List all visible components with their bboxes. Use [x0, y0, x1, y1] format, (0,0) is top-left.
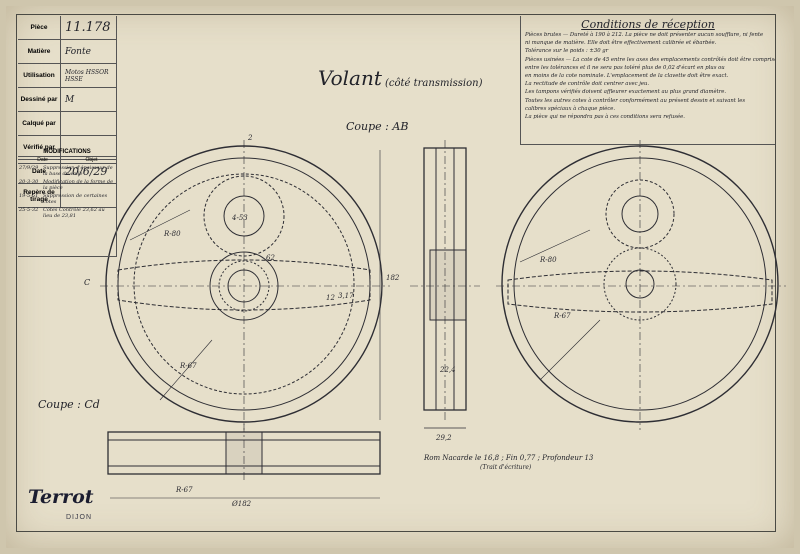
dim-12: 12 [326, 294, 335, 302]
logo-brand: Terrot [28, 486, 94, 508]
condition-line: en moins de la cote nominale. L'emplacem… [525, 73, 729, 80]
tb-value-piece: 11.178 [65, 20, 111, 35]
mods-col-object: Objet [85, 157, 98, 163]
drawing-sheet [6, 6, 794, 548]
mod-row: 27/9/29 Suppression d'épaisseur de la bas… [18, 164, 116, 178]
left-hub-dash [218, 260, 270, 312]
dim-62: 62 [266, 254, 275, 262]
mod-object: Suppression d'épaisseur de la base du vo… [43, 165, 113, 177]
dim-22-4: 22,4 [439, 366, 456, 374]
tb-value-utilisation: Motos HSSOR HSSE [65, 68, 109, 83]
dim-radius-67-right: R-67 [553, 312, 571, 320]
terrot-logo: Terrot DIJON [20, 484, 112, 528]
dimension-labels: 4-53 R-80 R-67 182 12 3,17 62 22,4 29,2 … [163, 134, 571, 508]
condition-line: La pièce qui ne répondra pas à ces condi… [525, 114, 685, 121]
tb-label-date: Date [18, 160, 61, 183]
condition-line: Pièces brutes — Dureté à 190 à 212. La p… [525, 32, 764, 38]
mod-object: Modification de la forme de la pièce [43, 179, 114, 191]
logo-city: DIJON [66, 514, 92, 521]
tb-value-matiere: Fonte [65, 46, 91, 57]
conditions-title: Conditions de réception [581, 18, 715, 31]
mod-letter-c: C [84, 278, 91, 287]
dim-29-2: 29,2 [435, 434, 452, 442]
title-block: Pièce 11.178 Matière Fonte Utilisation Moto… [18, 16, 117, 208]
drawing-note: Rom Nacarde le 16,8 ; Fin 0,77 ; Profond… [424, 454, 594, 462]
right-bore-upper-outer [605, 179, 675, 249]
tb-label-utilisation: Utilisation [18, 64, 61, 87]
condition-line: Les tampons vérifiés doivent affleurer e… [525, 89, 727, 96]
dim-radius-67-bottom: R-67 [175, 486, 193, 494]
mod-row: 25-5-32 Côtes Contrôle 23,62 au lieu de 2… [18, 206, 116, 220]
coupe-ab-label: Coupe : AB [346, 120, 409, 133]
left-mass-slot [117, 259, 371, 311]
dim-radius-80-right: R-80 [539, 256, 557, 264]
marker-2: 2 [247, 134, 253, 142]
drawing-title: Volant [318, 66, 382, 90]
condition-line: Tolérance sur le poids : ±30 gr [525, 48, 609, 55]
drawing-subtitle: (côté transmission) [385, 78, 483, 89]
reception-conditions: Conditions de réception Pièces brutes — … [520, 16, 775, 145]
tb-value-dessine: M [65, 94, 75, 105]
dim-diameter-182: 182 [386, 274, 400, 282]
condition-line: calibres spéciaux à chaque pièce. [525, 105, 616, 112]
modifications-heading: MODIFICATIONS [18, 148, 116, 157]
mod-object: Suppression de certaines cotes [43, 193, 108, 205]
mod-date: 19-5-51 [19, 193, 39, 199]
section-hub [429, 249, 467, 321]
tb-label-calque: Calqué par [18, 112, 61, 135]
mod-row: 19-5-51 Suppression de certaines cotes [18, 192, 116, 206]
condition-line: Pièces usinées — La cote de 45 entre les… [525, 56, 775, 63]
dim-diameter-182-bottom: Ø182 [231, 500, 252, 508]
dim-radius-80-left: R-80 [163, 230, 181, 238]
mod-date: 20-3-30 [19, 179, 39, 185]
tb-label-dessine: Dessiné par [18, 88, 61, 111]
mod-date: 25-5-32 [19, 207, 39, 213]
tb-label-piece: Pièce [18, 16, 61, 39]
tb-value-date: 20/6/29 [65, 165, 108, 178]
condition-line: ni manque de matière. Elle doit être eff… [525, 40, 717, 47]
tb-label-repere: Repère de tirage [18, 184, 61, 207]
dim-bore-upper: 4-53 [231, 214, 248, 222]
dim-radius-67-left: R-67 [179, 362, 197, 370]
mod-date: 27/9/29 [19, 165, 39, 171]
mod-object: Côtes Contrôle 23,62 au lieu de 23,81 [43, 207, 105, 219]
drawing-note-sub: (Trait d'écriture) [480, 464, 532, 471]
condition-line: La rectitude de contrôle doit centrer av… [525, 81, 650, 88]
condition-line: Toutes les autres cotes à contrôler conf… [525, 97, 746, 104]
condition-line: entre les tolérances et il ne sera pas t… [525, 64, 725, 71]
sheet-border [16, 14, 776, 532]
coupe-cd-label: Coupe : Cd [38, 398, 100, 411]
tb-value-calque [61, 112, 116, 135]
dim-3-17: 3,17 [338, 292, 354, 300]
mod-row: 20-3-30 Modification de la forme de la pi… [18, 178, 116, 192]
mods-col-date: Date [37, 157, 48, 163]
tb-label-matiere: Matière [18, 40, 61, 63]
right-mass-slot [507, 270, 773, 313]
tb-label-verifie: Vérifié par [18, 136, 61, 159]
